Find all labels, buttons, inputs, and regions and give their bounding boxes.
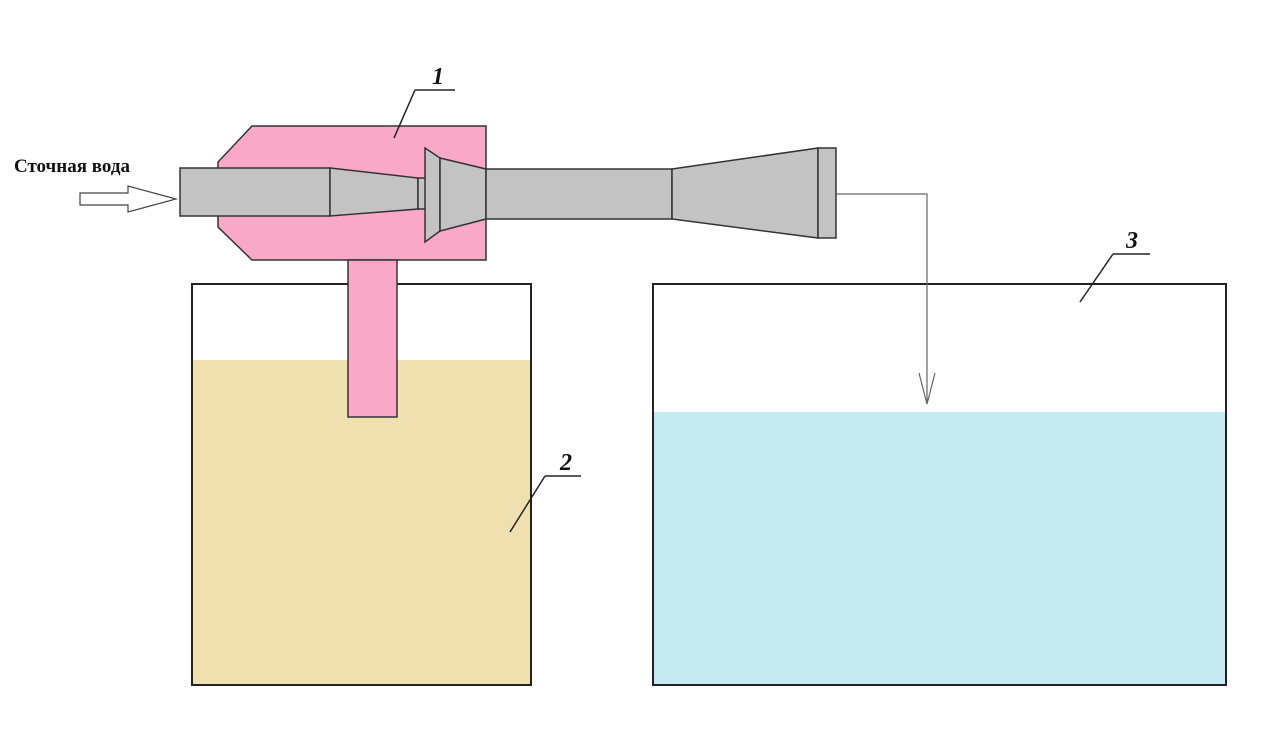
outlet-flange [817,147,837,239]
diffuser [671,147,819,239]
sediment-outlet-pipe [347,259,398,418]
callout-3-leader [1079,253,1114,303]
throat-pipe [485,168,673,220]
callout-3: 3 [1079,228,1150,303]
clean-water-fill [653,412,1226,685]
outflow-arrowhead-icon [918,372,936,405]
callout-1-number: 1 [432,64,444,90]
mixing-cone [439,157,487,232]
inlet-arrow-icon [79,185,179,213]
callout-2-leader [509,475,546,533]
callout-2-number: 2 [559,450,572,476]
clean-water-tank [652,283,1227,686]
outflow-line [836,193,928,404]
callout-1: 1 [393,64,455,139]
callout-2: 2 [509,450,581,533]
inlet-pipe [179,167,331,217]
receiving-bell [424,146,441,244]
callout-1-leader [393,89,416,139]
clean-water-tank-outline [652,283,1227,686]
callout-3-number: 3 [1125,228,1138,254]
separator-device [179,125,837,418]
inlet-label: Сточная вода [14,156,130,177]
